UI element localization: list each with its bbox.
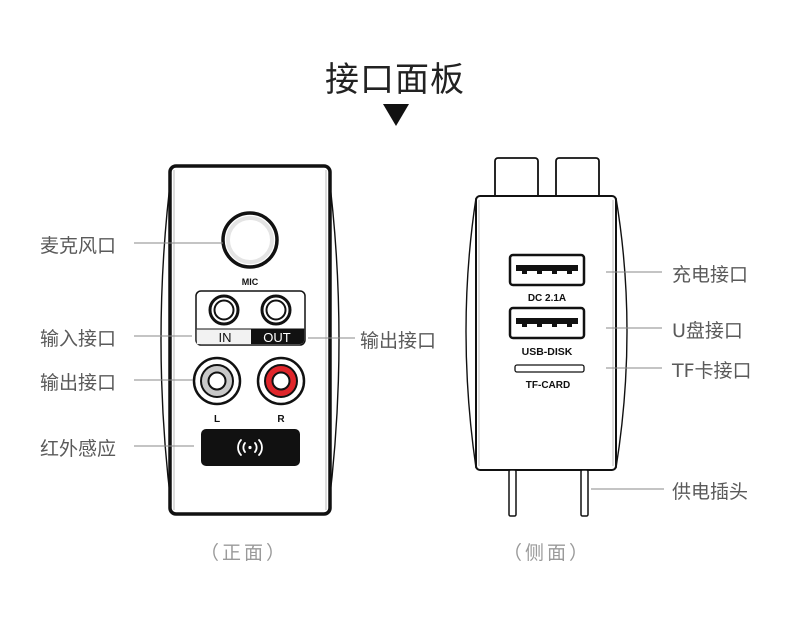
callout-power-plug: 供电插头 — [672, 481, 749, 503]
callout-tf: TF卡接口 — [672, 360, 752, 382]
mic-port — [221, 211, 279, 269]
side-leader-lines — [591, 271, 664, 490]
callout-output-rca: 输出接口 — [40, 372, 117, 394]
callout-mic: 麦克风口 — [40, 235, 117, 257]
rca-right-port — [256, 356, 306, 406]
power-pin-right — [580, 469, 589, 517]
charge-port-label: DC 2.1A — [528, 293, 566, 304]
front-caption: （正面） — [200, 542, 289, 564]
in-label: IN — [219, 330, 232, 345]
left-channel-label: L — [214, 414, 220, 425]
down-arrow-icon — [383, 104, 409, 126]
out-label: OUT — [263, 330, 291, 345]
front-leader-lines — [134, 242, 355, 447]
callout-output-jack: 输出接口 — [360, 330, 437, 352]
top-prong-left — [494, 157, 539, 199]
tf-card-slot — [514, 364, 585, 373]
diagram-title: 接口面板 — [325, 60, 465, 100]
top-prong-right — [555, 157, 600, 199]
tf-slot-label: TF-CARD — [526, 380, 570, 391]
wireless-signal-icon — [237, 439, 263, 456]
side-device: DC 2.1A USB-DISK TF-CARD — [465, 157, 628, 517]
usb-port-label: USB-DISK — [522, 346, 573, 358]
callout-charge: 充电接口 — [672, 264, 749, 286]
callout-usb: U盘接口 — [672, 320, 743, 342]
front-right-edge — [327, 167, 340, 513]
front-left-edge — [160, 167, 173, 513]
mic-port-label: MIC — [242, 277, 259, 287]
side-caption: （侧面） — [503, 542, 592, 564]
power-pin-left — [508, 469, 517, 517]
charge-usb-port — [508, 253, 586, 287]
callout-infrared: 红外感应 — [40, 438, 117, 460]
side-right-edge — [615, 197, 628, 469]
callout-input: 输入接口 — [40, 328, 117, 350]
side-left-edge — [465, 197, 477, 469]
rca-left-port — [192, 356, 242, 406]
right-channel-label: R — [277, 414, 285, 425]
front-device: MIC IN OUT L R — [160, 164, 340, 516]
usb-disk-port — [508, 306, 586, 340]
